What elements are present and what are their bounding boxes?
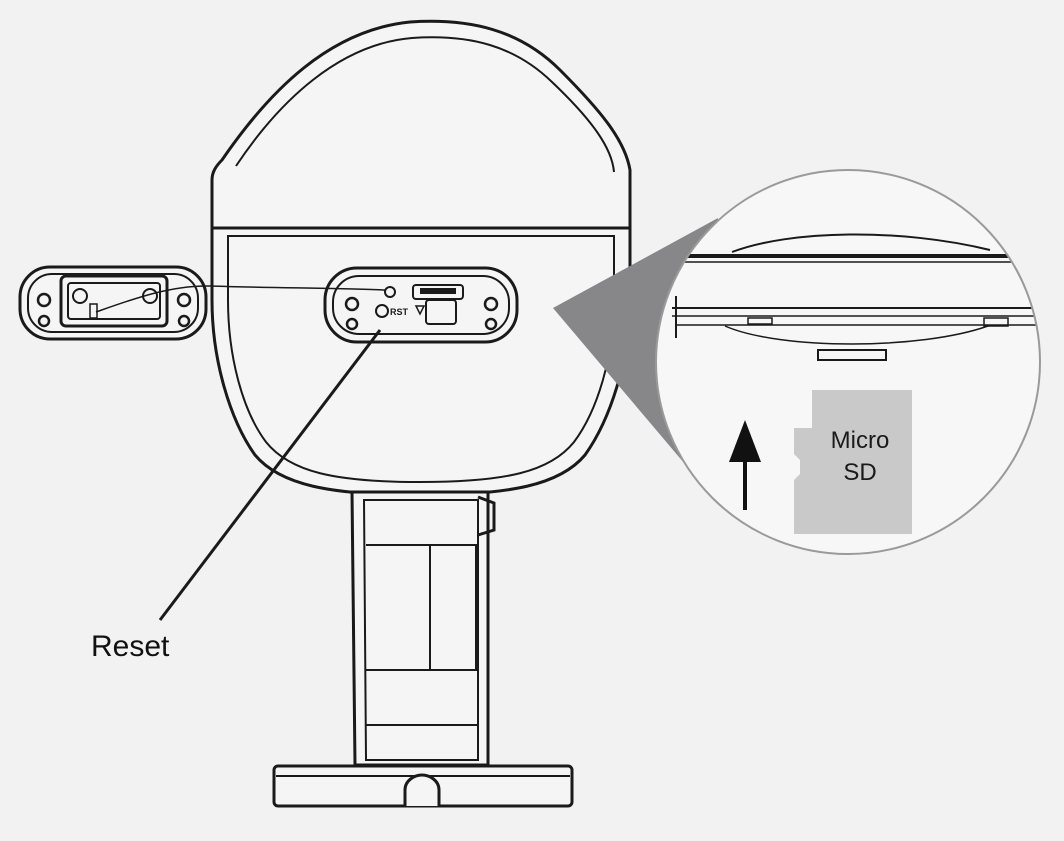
micro-sd-label-line2: SD [843,459,877,486]
reset-hole [384,286,396,298]
micro-sd-label: Micro SD [800,425,920,489]
micro-sd-card [794,390,912,534]
arrow-up-icon [729,420,761,510]
rst-marking: RST [390,307,409,317]
back-panel: RST [323,266,519,344]
reset-label: Reset [91,630,170,663]
micro-sd-label-line1: Micro [830,427,890,454]
camera-stand [350,490,496,767]
camera-dome [210,19,632,232]
detached-cover [18,265,208,341]
cover-tether [95,285,386,313]
reset-leader-line [158,329,382,621]
camera-base [272,764,574,808]
magnifier-circle [655,169,1041,555]
